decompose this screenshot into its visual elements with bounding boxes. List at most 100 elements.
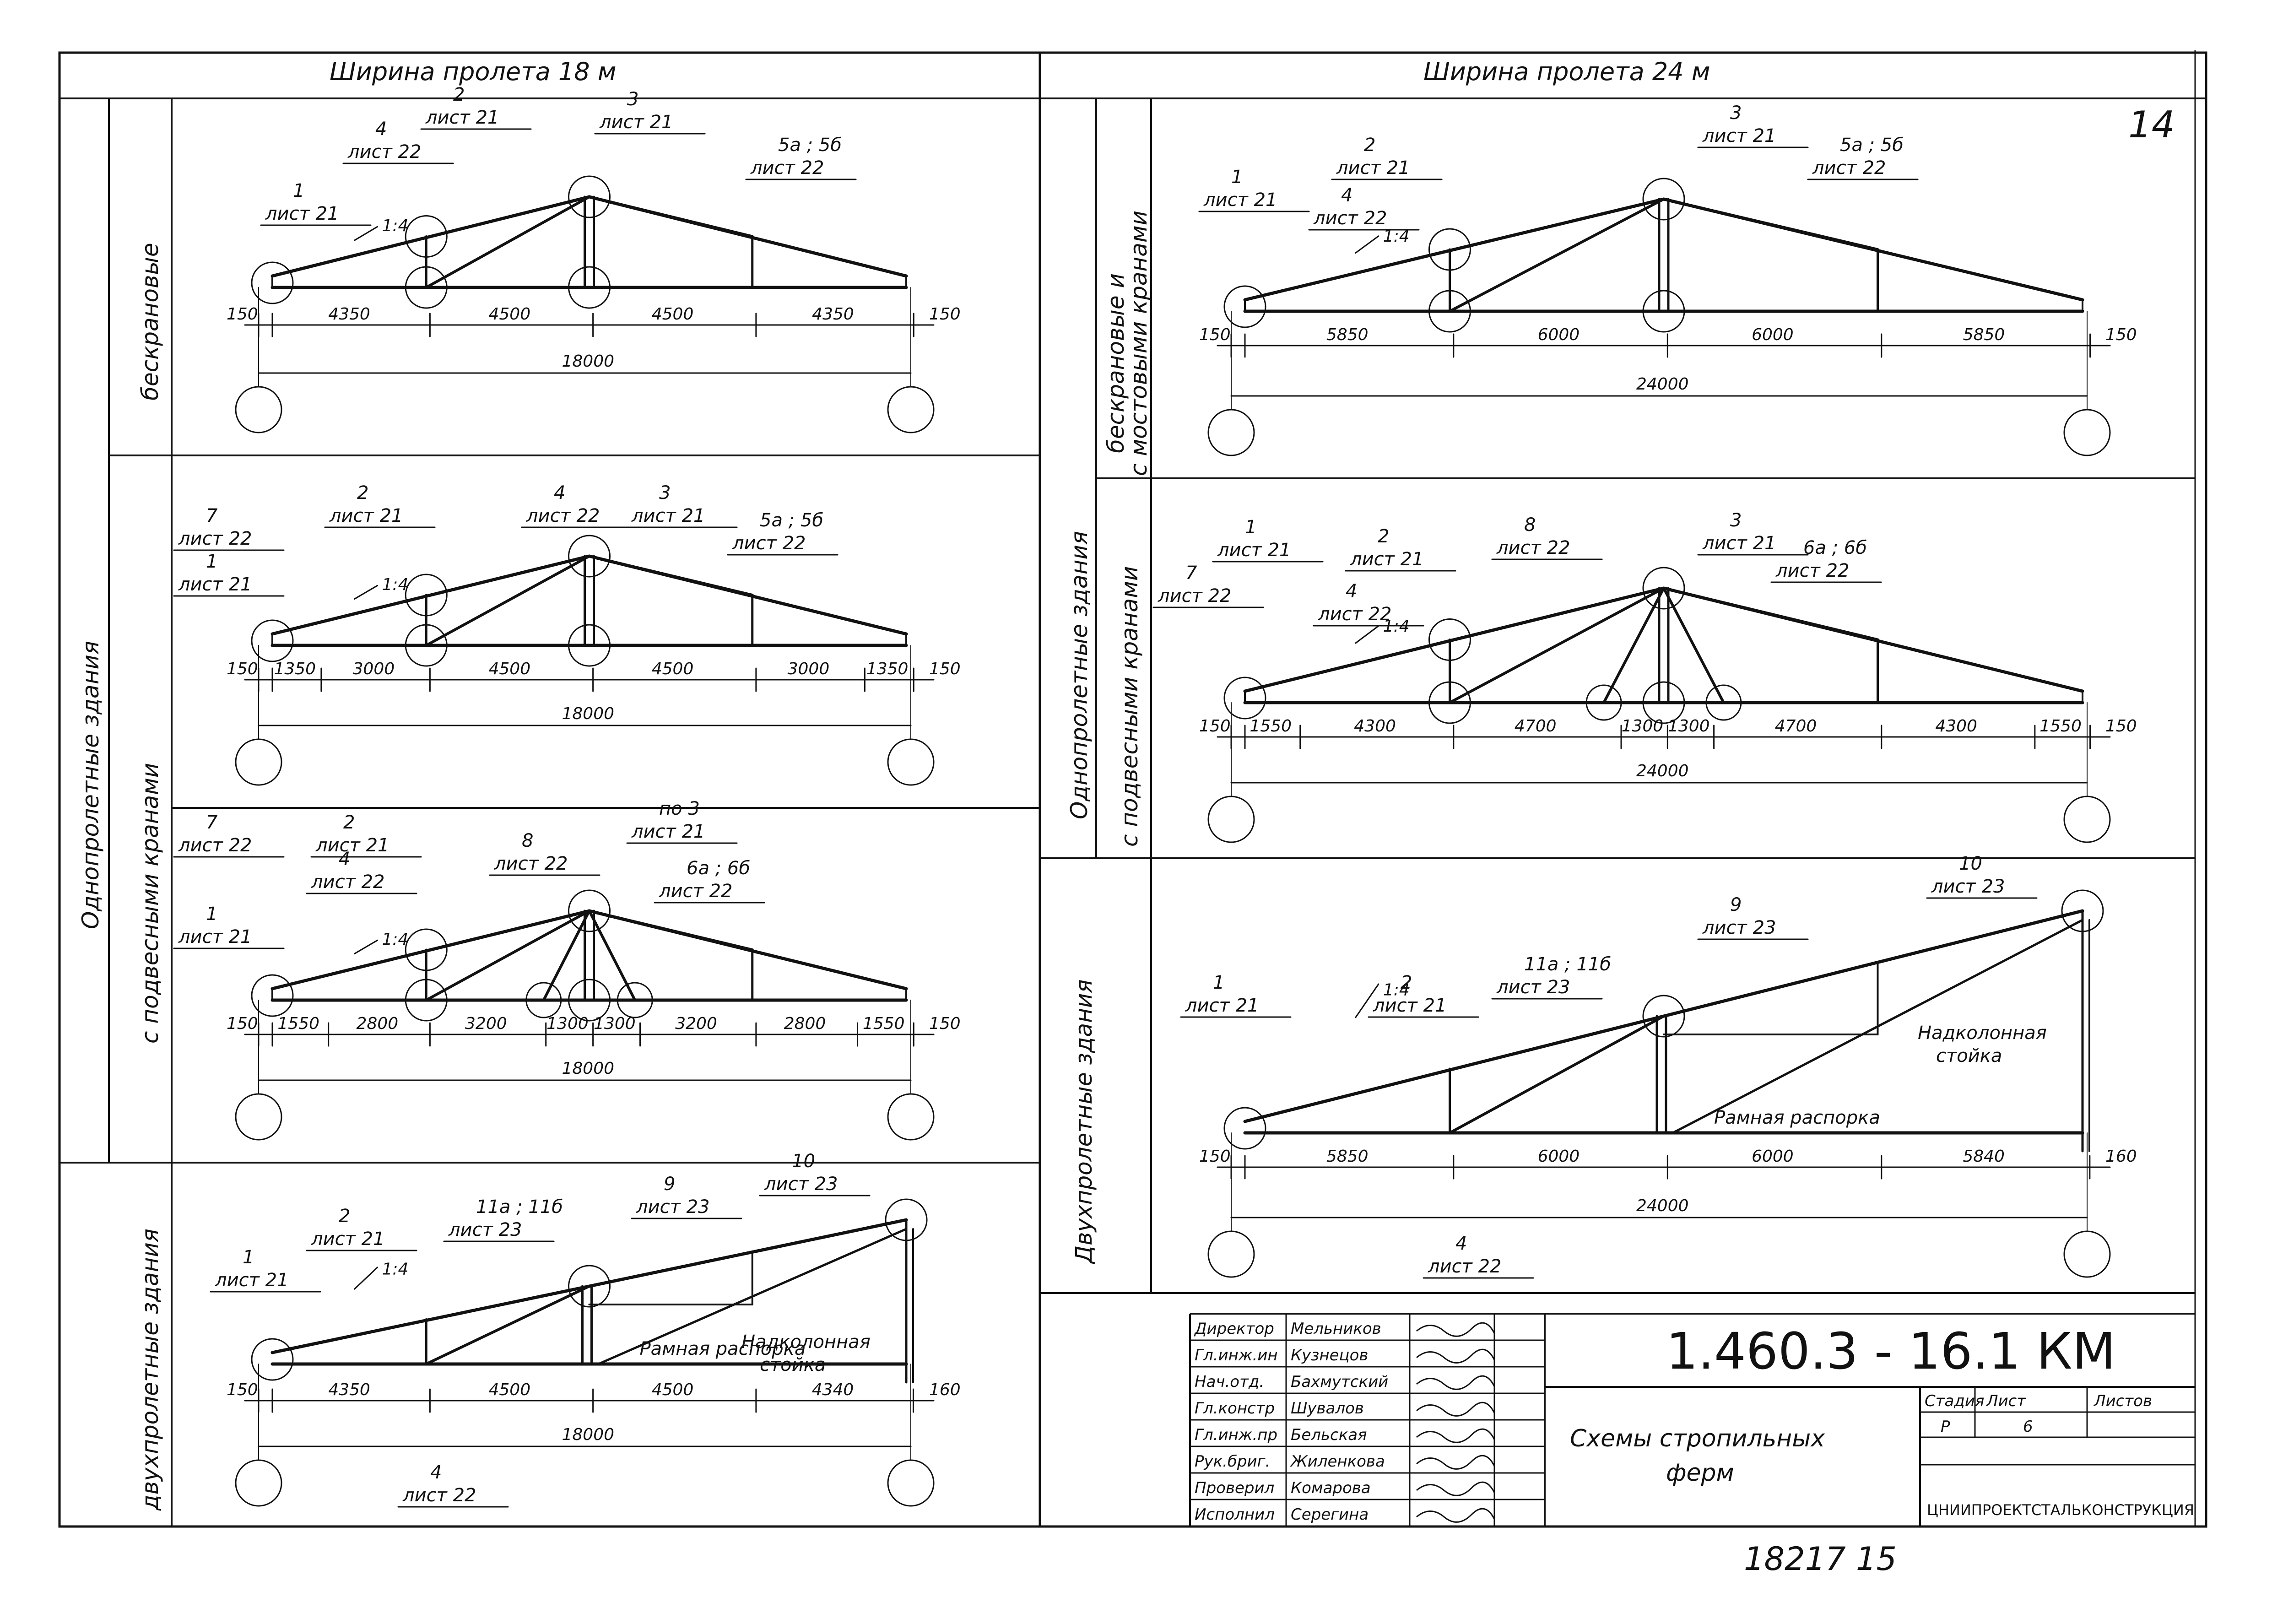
axis-bubble (235, 386, 282, 433)
callout-number: 8 (1524, 514, 1536, 536)
callout-number: 2 (1401, 972, 1412, 993)
total-span: 24000 (1636, 1196, 1689, 1215)
signature-name: Бахмутский (1291, 1373, 1388, 1391)
slope-mark: 1:4 (382, 217, 409, 235)
axis-bubble (2063, 796, 2111, 843)
callout-number: 1 (1245, 517, 1256, 538)
node-circle (251, 261, 294, 304)
label-craneless-and: бескрановые и (1103, 273, 1129, 453)
callout-sheet: лист 22 (178, 835, 252, 856)
callout-sheet: лист 21 (1702, 533, 1776, 554)
callout-sheet: лист 22 (402, 1485, 476, 1506)
callout-number: 7 (206, 505, 218, 526)
dim-offset-left: 150 (1199, 1147, 1231, 1166)
callout-number: 4 (1341, 185, 1352, 206)
axis-bubble (1207, 796, 1255, 843)
callout-sheet: лист 22 (1318, 604, 1391, 625)
callout-sheet: лист 21 (1702, 125, 1776, 146)
axis-bubble (887, 1459, 935, 1507)
dim-offset-right: 160 (929, 1380, 961, 1399)
callout-sheet: лист 23 (636, 1196, 709, 1218)
sheet-header: Лист (1985, 1392, 2026, 1410)
node-circle (1428, 228, 1471, 271)
signature-scribble (1416, 1481, 1495, 1496)
signature-role: Гл.констр (1195, 1399, 1275, 1418)
callout-number: 11а ; 11б (476, 1196, 563, 1218)
label-craneless: бескрановые (137, 243, 163, 401)
dim-value: 5840 (1963, 1147, 2005, 1166)
callout-number: 7 (1185, 563, 1197, 584)
total-span: 18000 (562, 1425, 615, 1444)
slope-arrow (354, 939, 378, 955)
dim-value: 4300 (1935, 717, 1977, 736)
signature-name: Шувалов (1291, 1399, 1364, 1418)
slope-arrow (1355, 983, 1379, 1018)
node-circle (405, 624, 448, 667)
diagonal (425, 555, 591, 647)
dim-value: 6000 (1752, 1147, 1794, 1166)
diagonal (1662, 198, 1879, 251)
dim-value: 4300 (1354, 717, 1396, 736)
dim-offset-right: 150 (929, 1014, 961, 1033)
right-header: Ширина пролета 24 м (1423, 57, 1710, 86)
slope-arrow (354, 226, 378, 241)
callout-sheet: лист 21 (265, 203, 339, 224)
callout-number: 4 (1455, 1233, 1467, 1254)
diagonal (588, 909, 754, 951)
callout-number: 2 (1364, 135, 1375, 156)
callout-number: 2 (1378, 526, 1389, 547)
node-circle (568, 1265, 611, 1308)
node-circle (405, 979, 448, 1022)
callout-number: 4 (375, 119, 387, 140)
total-span: 24000 (1636, 762, 1689, 780)
callout-sheet: лист 22 (178, 528, 252, 549)
axis-bubble (2063, 409, 2111, 456)
node-circle (568, 624, 611, 667)
node-circle (405, 215, 448, 258)
callout-sheet: лист 21 (631, 821, 705, 842)
callout-sheet: лист 22 (1775, 560, 1849, 581)
slope-mark: 1:4 (382, 575, 409, 594)
node-circle (568, 535, 611, 578)
callout-number: 1 (206, 551, 217, 572)
node-circle (251, 974, 294, 1017)
dim-value: 3000 (353, 660, 395, 678)
signature-role: Директор (1194, 1320, 1274, 1338)
callout-sheet: лист 22 (1428, 1256, 1501, 1277)
dim-offset-left: 150 (227, 1380, 258, 1399)
slope-arrow (354, 585, 378, 600)
callout-number: 5а ; 5б (778, 135, 842, 156)
dim-value: 3000 (788, 660, 830, 678)
dim-value: 6000 (1752, 325, 1794, 344)
callout-sheet: лист 22 (1313, 208, 1387, 229)
node-circle (1223, 1107, 1266, 1150)
callout-number: 3 (659, 482, 671, 503)
dim-value: 4500 (652, 305, 694, 324)
dim-value: 4350 (328, 305, 370, 324)
signature-name: Мельников (1291, 1320, 1381, 1338)
node-circle (885, 1198, 928, 1241)
callout-number: 5а ; 5б (1840, 135, 1904, 156)
callout-sheet: лист 22 (494, 853, 568, 874)
slope-mark: 1:4 (382, 1260, 409, 1279)
diagonal (1602, 587, 1665, 704)
dim-offset-right: 150 (929, 660, 961, 678)
dim-value: 1550 (2039, 717, 2082, 736)
label-bridge-cranes: с мостовыми кранами (1125, 211, 1152, 476)
post-label-2: стойка (760, 1354, 826, 1375)
slope-arrow (1355, 235, 1379, 254)
label-two-span: двухпролетные здания (137, 1229, 163, 1511)
signature-role: Рук.бриг. (1195, 1452, 1270, 1471)
callout-sheet: лист 21 (425, 107, 499, 128)
callout-sheet: лист 21 (1350, 549, 1423, 570)
node-circle (251, 1338, 294, 1381)
signature-name: Комарова (1291, 1479, 1371, 1497)
dim-value: 1300 (1668, 717, 1710, 736)
axis-bubble (2063, 1230, 2111, 1278)
